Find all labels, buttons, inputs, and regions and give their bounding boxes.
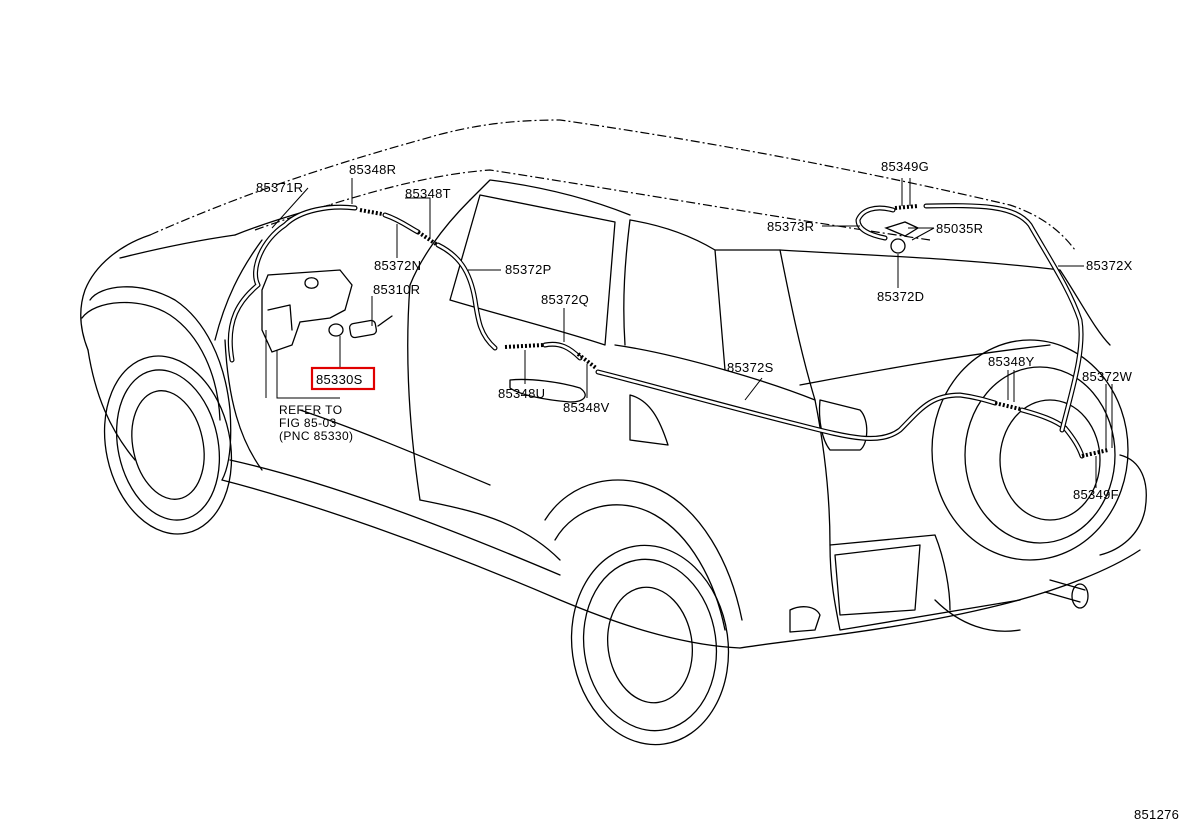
- note-line-2: FIG 85-03: [279, 416, 337, 430]
- diagram-id: 851276: [1134, 807, 1179, 822]
- label-85373R: 85373R: [767, 219, 814, 234]
- label-85348U: 85348U: [498, 386, 545, 401]
- label-85035R: 85035R: [936, 221, 983, 236]
- label-85372Q: 85372Q: [541, 292, 589, 307]
- washer-pump: [348, 315, 393, 339]
- label-85348R: 85348R: [349, 162, 396, 177]
- washer-nozzle: [884, 221, 920, 254]
- label-85371R: 85371R: [256, 180, 303, 195]
- label-85348T: 85348T: [405, 186, 451, 201]
- label-85372P: 85372P: [505, 262, 552, 277]
- label-85372D: 85372D: [877, 289, 924, 304]
- leader-lines: [265, 178, 1113, 488]
- label-85310R: 85310R: [373, 282, 420, 297]
- note-line-3: (PNC 85330): [279, 429, 353, 443]
- label-85372W: 85372W: [1082, 369, 1133, 384]
- label-85372X: 85372X: [1086, 258, 1133, 273]
- label-85349F: 85349F: [1073, 487, 1119, 502]
- label-85372N: 85372N: [374, 258, 421, 273]
- label-85348V: 85348V: [563, 400, 610, 415]
- part-labels: 85371R 85348R 85348T 85372N 85372P 85310…: [256, 159, 1133, 502]
- label-85330S[interactable]: 85330S: [316, 372, 363, 387]
- label-85348Y: 85348Y: [988, 354, 1035, 369]
- label-85349G: 85349G: [881, 159, 929, 174]
- reference-note: REFER TO FIG 85-03 (PNC 85330): [279, 403, 353, 443]
- note-line-1: REFER TO: [279, 403, 342, 417]
- label-85372S: 85372S: [727, 360, 774, 375]
- washer-hose-route: [227, 203, 1109, 459]
- highlight-box: [310, 366, 376, 391]
- vehicle-outline: [80, 119, 1147, 746]
- washer-tank: [261, 269, 353, 353]
